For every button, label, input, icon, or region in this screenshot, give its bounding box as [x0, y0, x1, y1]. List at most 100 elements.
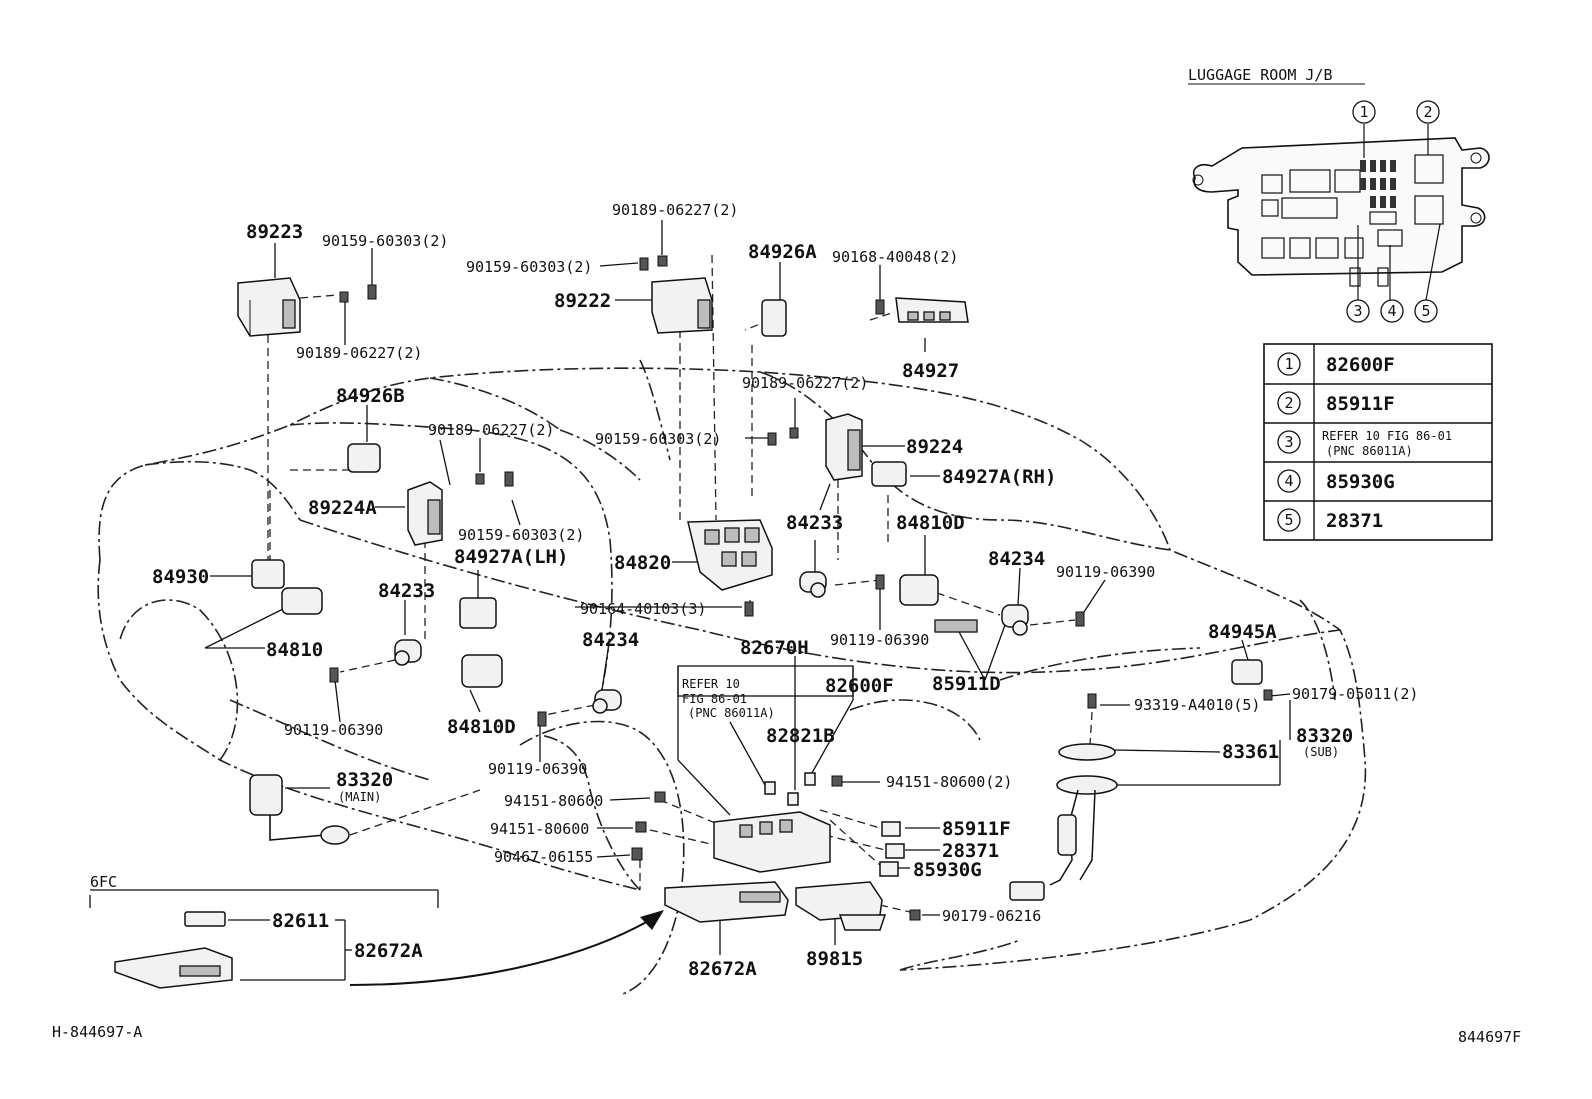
part-84233-right-shape: [799, 571, 827, 598]
label-90119-left: 90119-06390: [284, 721, 383, 739]
label-90159-a: 90159-60303(2): [322, 232, 448, 250]
part-84234-centre-shape: [592, 689, 622, 714]
bolts: [329, 255, 1273, 921]
part-28371-shape: [885, 843, 905, 859]
label-94151-c: 94151-80600: [490, 820, 589, 838]
part-85911D-shape: [934, 619, 978, 633]
label-94151-b: 94151-80600: [504, 792, 603, 810]
label-refer-line2: FIG 86-01: [682, 692, 747, 706]
legend-num: 1: [1284, 355, 1293, 373]
part-relay-box-shape: [713, 772, 831, 873]
label-90164: 90164-40103(3): [580, 600, 706, 618]
label-90168: 90168-40048(2): [832, 248, 958, 266]
label-85911F: 85911F: [942, 818, 1011, 840]
part-89222-shape: [651, 277, 713, 334]
figure-id-left: H-844697-A: [52, 1023, 142, 1041]
part-84927A-RH-shape: [871, 461, 907, 487]
label-84926A: 84926A: [748, 241, 817, 263]
svg-text:4: 4: [1387, 302, 1396, 320]
label-84945A: 84945A: [1208, 621, 1277, 643]
label-82670H: 82670H: [740, 637, 809, 659]
label-89223: 89223: [246, 221, 303, 243]
jb-callout-4: 4: [1380, 299, 1404, 323]
label-84926B: 84926B: [336, 385, 405, 407]
label-84810D-left: 84810D: [447, 716, 516, 738]
label-90159-b: 90159-60303(2): [466, 258, 592, 276]
legend-row: 4 85930G: [1277, 469, 1395, 493]
legend-table: 1 82600F 2 85911F 3 REFER 10 FIG 86-01 (…: [1263, 343, 1493, 541]
label-90189-b: 90189-06227(2): [612, 201, 738, 219]
part-85930G-shape: [879, 861, 899, 877]
label-84927A-LH: 84927A(LH): [454, 546, 568, 568]
figure-id-right: 844697F: [1458, 1028, 1521, 1046]
label-90189-d: 90189-06227(2): [742, 374, 868, 392]
part-83320-main-shape: [249, 774, 350, 845]
label-90189-a: 90189-06227(2): [296, 344, 422, 362]
part-84810D-right-shape: [899, 574, 939, 606]
legend-part: 85930G: [1326, 471, 1395, 493]
part-89815-shape: [795, 881, 887, 931]
jb-title: LUGGAGE ROOM J/B: [1188, 66, 1333, 84]
label-85930G: 85930G: [913, 859, 982, 881]
label-83320-main-note: (MAIN): [338, 790, 381, 804]
legend-row: 2 85911F: [1277, 391, 1395, 415]
label-84820: 84820: [614, 552, 671, 574]
label-84234-centre: 84234: [582, 629, 639, 651]
legend-part: REFER 10 FIG 86-01: [1322, 429, 1452, 443]
label-89224A: 89224A: [308, 497, 377, 519]
part-84810-shape: [281, 587, 323, 615]
label-82611: 82611: [272, 910, 329, 932]
legend-part: 85911F: [1326, 393, 1395, 415]
jb-callout-3: 3: [1346, 299, 1370, 323]
part-89223-shape: [237, 277, 301, 337]
part-84233-left-shape: [394, 639, 422, 666]
label-84927: 84927: [902, 360, 959, 382]
part-84945A-shape: [1231, 659, 1263, 685]
part-89224-shape: [825, 413, 863, 481]
part-84927A-LH-shape: [459, 597, 497, 629]
label-82600F: 82600F: [825, 675, 894, 697]
jb-callout-2: 2: [1416, 100, 1440, 124]
label-82672A: 82672A: [688, 958, 757, 980]
label-6fc: 6FC: [90, 873, 117, 891]
label-refer-line3: (PNC 86011A): [688, 706, 775, 720]
label-94151-a: 94151-80600(2): [886, 773, 1012, 791]
label-90467: 90467-06155: [494, 848, 593, 866]
part-89224A-shape: [407, 481, 443, 546]
label-refer-line1: REFER 10: [682, 677, 740, 691]
part-84810D-left-shape: [461, 654, 503, 688]
label-90119-right: 90119-06390: [1056, 563, 1155, 581]
part-84926A-shape: [761, 299, 787, 337]
label-83320-main: 83320: [336, 769, 393, 791]
legend-part: 82600F: [1326, 354, 1395, 376]
svg-text:1: 1: [1359, 103, 1368, 121]
label-90119-centre-right: 90119-06390: [830, 631, 929, 649]
jb-callout-1: 1: [1352, 100, 1376, 124]
label-84810: 84810: [266, 639, 323, 661]
label-90179-b: 90179-06216: [942, 907, 1041, 925]
part-84927-shape: [895, 297, 969, 323]
legend-row: 3 REFER 10 FIG 86-01 (PNC 86011A): [1277, 429, 1452, 458]
svg-text:3: 3: [1353, 302, 1362, 320]
part-84926B-shape: [347, 443, 381, 473]
legend-row: 1 82600F: [1277, 352, 1395, 376]
label-90159-c: 90159-60303(2): [595, 430, 721, 448]
label-85911D: 85911D: [932, 673, 1001, 695]
label-84930: 84930: [152, 566, 209, 588]
part-82672A-6fc-shape: [114, 947, 233, 989]
legend-note: (PNC 86011A): [1326, 444, 1413, 458]
legend-num: 5: [1284, 511, 1293, 529]
part-84234-right-shape: [1001, 604, 1029, 636]
label-89222: 89222: [554, 290, 611, 312]
legend-row: 5 28371: [1277, 508, 1383, 532]
part-84820-shape: [687, 519, 773, 591]
label-89224: 89224: [906, 436, 963, 458]
jb-callout-5: 5: [1414, 299, 1438, 323]
part-labels: 89223 90159-60303(2) 90189-06227(2) 9018…: [52, 201, 1521, 1046]
car-body-outline: [97, 359, 1367, 996]
part-84930-shape: [251, 559, 285, 589]
label-83320-sub-note: (SUB): [1303, 745, 1339, 759]
label-90189-c: 90189-06227(2): [428, 421, 554, 439]
label-83320-sub: 83320: [1296, 725, 1353, 747]
svg-text:5: 5: [1421, 302, 1430, 320]
